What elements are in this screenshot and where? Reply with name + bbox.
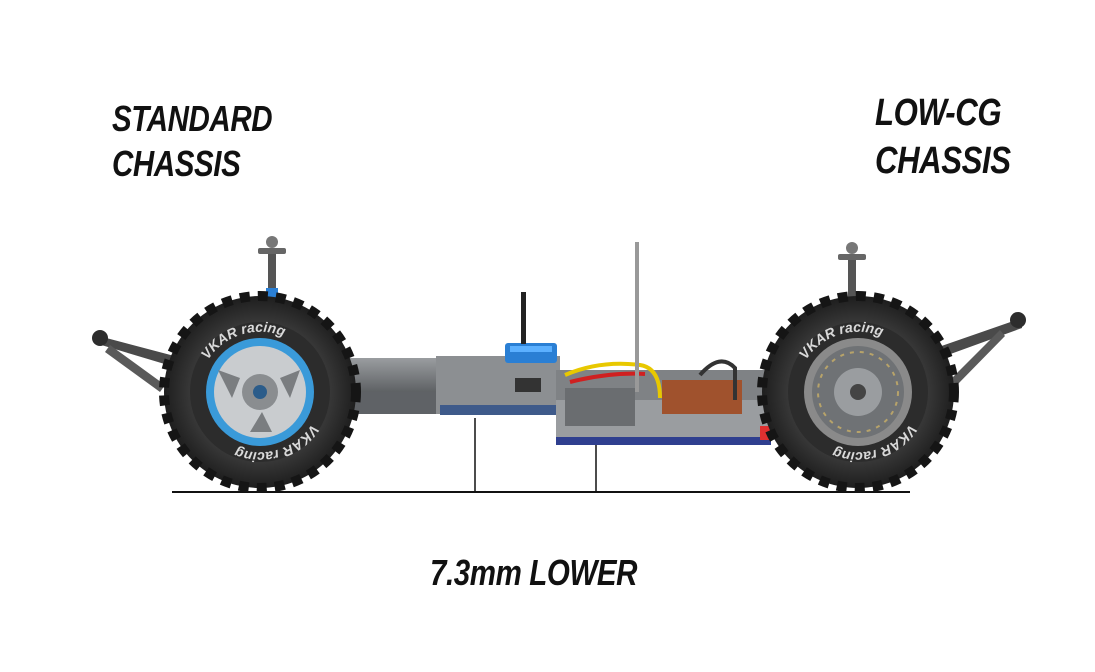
lowcg-antenna bbox=[635, 242, 639, 392]
standard-wheel: VKAR racing VKAR racing bbox=[159, 291, 361, 493]
lowcg-shock-tower bbox=[838, 242, 866, 298]
standard-antenna bbox=[521, 292, 526, 344]
lowcg-rear-suspension bbox=[930, 312, 1026, 386]
standard-label-line-1: STANDARD bbox=[112, 98, 273, 139]
height-difference-text: 7.3mm LOWER bbox=[430, 552, 638, 593]
lowcg-chassis-label: LOW-CG CHASSIS bbox=[875, 90, 1011, 185]
standard-chassis-frame bbox=[340, 356, 560, 415]
lowcg-battery bbox=[662, 380, 742, 414]
lowcg-label-line-2: CHASSIS bbox=[875, 139, 1011, 182]
standard-label-line-2: CHASSIS bbox=[112, 143, 241, 184]
lowcg-wheel: VKAR racing VKAR racing bbox=[757, 291, 959, 493]
standard-servo bbox=[505, 343, 557, 363]
standard-front-suspension bbox=[92, 330, 182, 392]
lowcg-label-line-1: LOW-CG bbox=[875, 92, 1002, 134]
height-difference-label: 7.3mm LOWER bbox=[430, 550, 637, 595]
standard-chassis-label: STANDARD CHASSIS bbox=[112, 96, 273, 186]
